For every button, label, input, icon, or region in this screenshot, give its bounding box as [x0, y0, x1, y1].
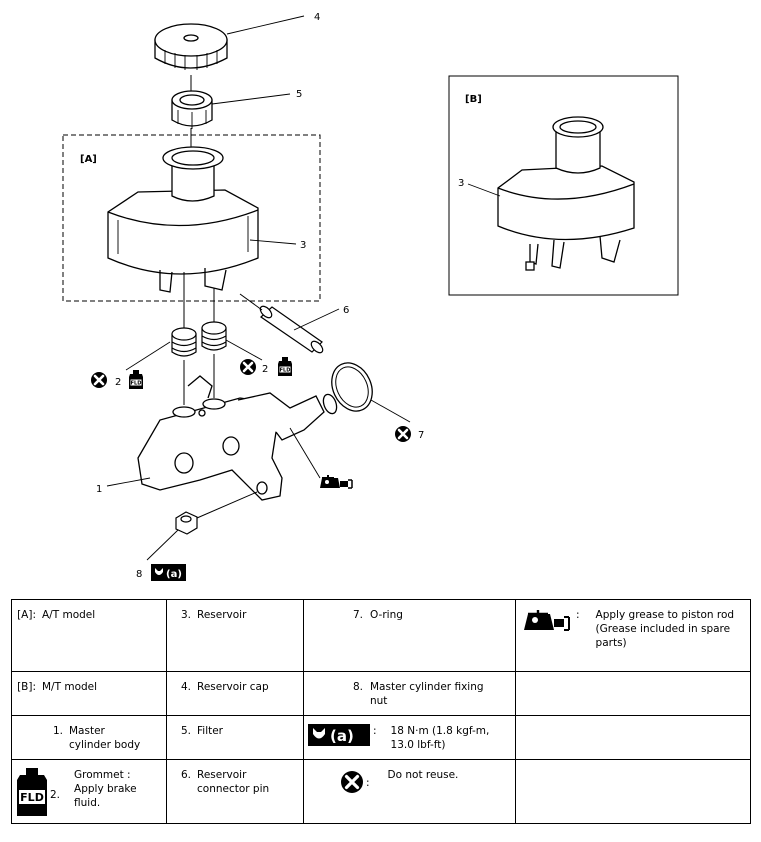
legend-cell-grease: : Apply grease to piston rod (Grease inc…: [515, 599, 751, 672]
grease-icon: [320, 475, 353, 489]
reservoir-at: [107, 146, 259, 293]
o-ring: [331, 362, 373, 412]
table-row: [B]:M/T model 4.Reservoir cap 8.Master c…: [11, 671, 751, 716]
legend-cell-b: [B]:M/T model: [11, 671, 167, 716]
do-not-reuse-icon: [341, 771, 363, 793]
callout-2a: 2: [115, 377, 121, 388]
do-not-reuse-icon: [393, 424, 413, 444]
torque-wrench-icon: (a): [151, 564, 186, 581]
at-model-label: [A]: [80, 154, 97, 165]
do-not-reuse-icon: [238, 357, 258, 377]
legend-cell-empty: [515, 715, 751, 760]
leader-lines: [106, 15, 501, 561]
callout-3b: 3: [458, 178, 464, 189]
legend-cell-7: 7.O-ring: [303, 599, 516, 672]
callout-6: 6: [343, 305, 349, 316]
brake-fluid-icon: FLD: [278, 357, 292, 376]
table-row: FLD 2. Grommet : Apply brake fluid. 6.Re…: [11, 759, 751, 824]
legend-cell-1: 1.Master cylinder body: [11, 715, 167, 760]
reservoir-mt: [497, 116, 635, 271]
svg-text:FLD: FLD: [20, 791, 44, 804]
svg-text:(a): (a): [166, 569, 182, 580]
reservoir-connector-pin: [259, 305, 324, 354]
callout-2b: 2: [262, 364, 268, 375]
mt-model-box: [448, 75, 679, 296]
callout-4: 4: [314, 12, 320, 23]
legend-cell-empty: [515, 671, 751, 716]
brake-fluid-icon: FLD: [17, 768, 47, 816]
reservoir-cap: [154, 23, 228, 70]
callout-7: 7: [418, 430, 424, 441]
legend-cell-empty: [515, 759, 751, 824]
legend-cell-3: 3.Reservoir: [166, 599, 304, 672]
legend-cell-6: 6.Reservoir connector pin: [166, 759, 304, 824]
exploded-view-diagram: [A]: [62, 12, 679, 581]
table-row: [A]:A/T model 3.Reservoir 7.O-ring : App…: [11, 599, 751, 672]
legend-cell-2: FLD 2. Grommet : Apply brake fluid.: [11, 759, 167, 824]
svg-text:FLD: FLD: [131, 381, 142, 387]
master-cylinder-body: [137, 375, 338, 501]
legend-cell-5: 5.Filter: [166, 715, 304, 760]
grommet-left: [171, 327, 197, 357]
legend-cell-4: 4.Reservoir cap: [166, 671, 304, 716]
svg-text:(a): (a): [330, 727, 354, 745]
do-not-reuse-icon: [89, 370, 109, 390]
table-row: 1.Master cylinder body 5.Filter (a) : 18…: [11, 715, 751, 760]
parts-legend-table: [A]:A/T model 3.Reservoir 7.O-ring : App…: [11, 599, 751, 824]
master-cylinder-fixing-nut: [175, 511, 198, 535]
callout-3a: 3: [300, 240, 306, 251]
legend-cell-a: [A]:A/T model: [11, 599, 167, 672]
filter: [171, 90, 213, 129]
svg-text:FLD: FLD: [280, 368, 291, 374]
legend-cell-reuse: : Do not reuse.: [303, 759, 516, 824]
legend-cell-8: 8.Master cylinder fixing nut: [303, 671, 516, 716]
grommet-right: [201, 321, 227, 351]
callout-1: 1: [96, 484, 102, 495]
legend-cell-torque: (a) : 18 N·m (1.8 kgf-m, 13.0 lbf-ft): [303, 715, 516, 760]
callout-8: 8: [136, 569, 142, 580]
grease-icon: [524, 610, 570, 631]
torque-wrench-icon: (a): [308, 724, 370, 746]
at-model-box: [62, 134, 321, 302]
brake-fluid-icon: FLD: [129, 370, 143, 389]
callout-5: 5: [296, 89, 302, 100]
mt-model-label: [B]: [465, 94, 482, 105]
